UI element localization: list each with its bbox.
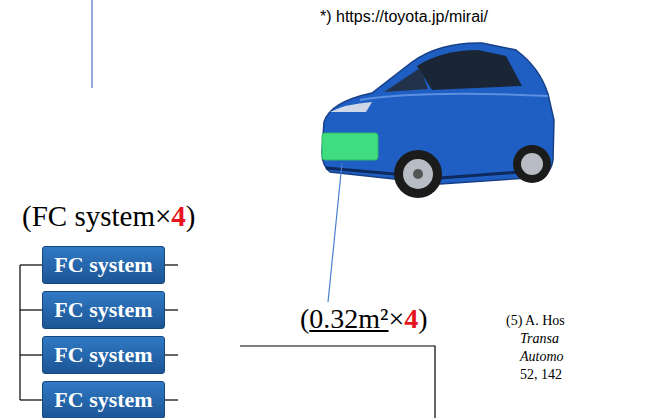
box-label: FC system <box>54 343 152 367</box>
group-bracket <box>20 265 42 400</box>
quantity-label: (0.32m²×4) <box>300 303 428 335</box>
leader-line <box>328 163 342 302</box>
output-stub <box>165 265 178 400</box>
reference-text: Transa <box>520 331 559 347</box>
car-picture <box>322 43 554 198</box>
process-box: FC system <box>42 246 165 284</box>
process-box: FC system <box>42 336 165 374</box>
box-label: FC system <box>54 388 152 412</box>
box-label: FC system <box>54 253 152 277</box>
quantity-label: (FC system×4) <box>22 200 195 233</box>
box-label: FC system <box>54 298 152 322</box>
process-box: FC system <box>42 291 165 329</box>
wire-line <box>240 346 435 418</box>
plate-area <box>322 133 378 160</box>
process-box: FC system <box>42 381 165 418</box>
source-note: *) https://toyota.jp/mirai/ <box>320 8 488 26</box>
divider-line <box>91 0 92 88</box>
reference-text: Automo <box>520 349 564 365</box>
reference-text: (5) A. Hos <box>506 313 565 329</box>
reference-text: 52, 142 <box>520 367 562 383</box>
